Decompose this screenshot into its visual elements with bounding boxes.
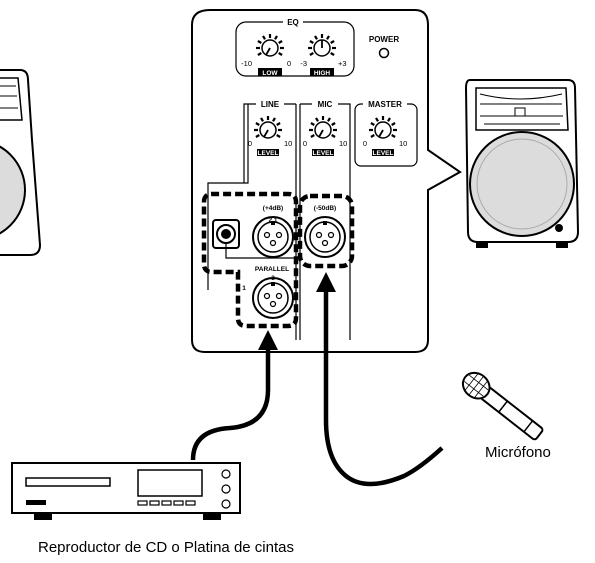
master-section: MASTER 0 10 LEVEL — [354, 98, 418, 167]
line-pin1-label: 1 — [242, 285, 246, 292]
line-pin-labels: 2 1 — [268, 217, 277, 224]
line-highlight — [201, 191, 299, 329]
master-min: 0 — [363, 139, 367, 148]
line-phone-jack[interactable] — [212, 219, 296, 259]
mic-max: 10 — [339, 139, 347, 148]
mic-title: MIC — [318, 100, 333, 109]
master-level-knob[interactable] — [367, 114, 399, 140]
line-title: LINE — [261, 100, 280, 109]
power-label: POWER — [369, 35, 399, 44]
microphone-icon — [461, 371, 544, 441]
mic-xlr-input[interactable] — [304, 216, 346, 258]
mic-level-label: LEVEL — [313, 150, 334, 157]
eq-low-knob[interactable] — [254, 32, 286, 58]
speaker-left-icon — [0, 69, 42, 256]
eq-high-min: -3 — [300, 59, 307, 68]
master-title: MASTER — [368, 100, 402, 109]
eq-low-max: 0 — [287, 59, 291, 68]
eq-high-label: HIGH — [314, 70, 331, 77]
eq-section: EQ -10 0 LOW -3 +3 HIGH — [235, 16, 355, 77]
cd-player-icon — [11, 462, 241, 520]
power-indicator: POWER — [369, 35, 399, 59]
mic-cable — [316, 272, 444, 487]
speaker-right-icon — [464, 79, 580, 248]
mic-highlight — [297, 193, 355, 269]
line-min: 0 — [248, 139, 252, 148]
eq-high-knob[interactable] — [306, 32, 338, 58]
mic-level-knob[interactable] — [307, 114, 339, 140]
line-xlr-input-bottom[interactable] — [252, 277, 294, 319]
line-cable — [190, 330, 278, 461]
line-level-knob[interactable] — [252, 114, 284, 140]
line-max: 10 — [284, 139, 292, 148]
mic-min: 0 — [303, 139, 307, 148]
eq-high-max: +3 — [338, 59, 347, 68]
line-level-label: LEVEL — [258, 150, 279, 157]
master-level-label: LEVEL — [373, 150, 394, 157]
eq-low-min: -10 — [241, 59, 252, 68]
master-max: 10 — [399, 139, 407, 148]
line-pin3-label: 3 — [271, 275, 275, 282]
control-panel — [191, 9, 462, 353]
microphone-caption: Micrófono — [485, 444, 551, 461]
eq-low-label: LOW — [262, 70, 278, 77]
line-sensitivity: (+4dB) — [263, 205, 283, 212]
mic-sensitivity: (-50dB) — [314, 205, 336, 212]
line-parallel-label: PARALLEL — [255, 266, 289, 273]
player-caption: Reproductor de CD o Platina de cintas — [38, 539, 294, 556]
eq-title: EQ — [287, 18, 299, 27]
